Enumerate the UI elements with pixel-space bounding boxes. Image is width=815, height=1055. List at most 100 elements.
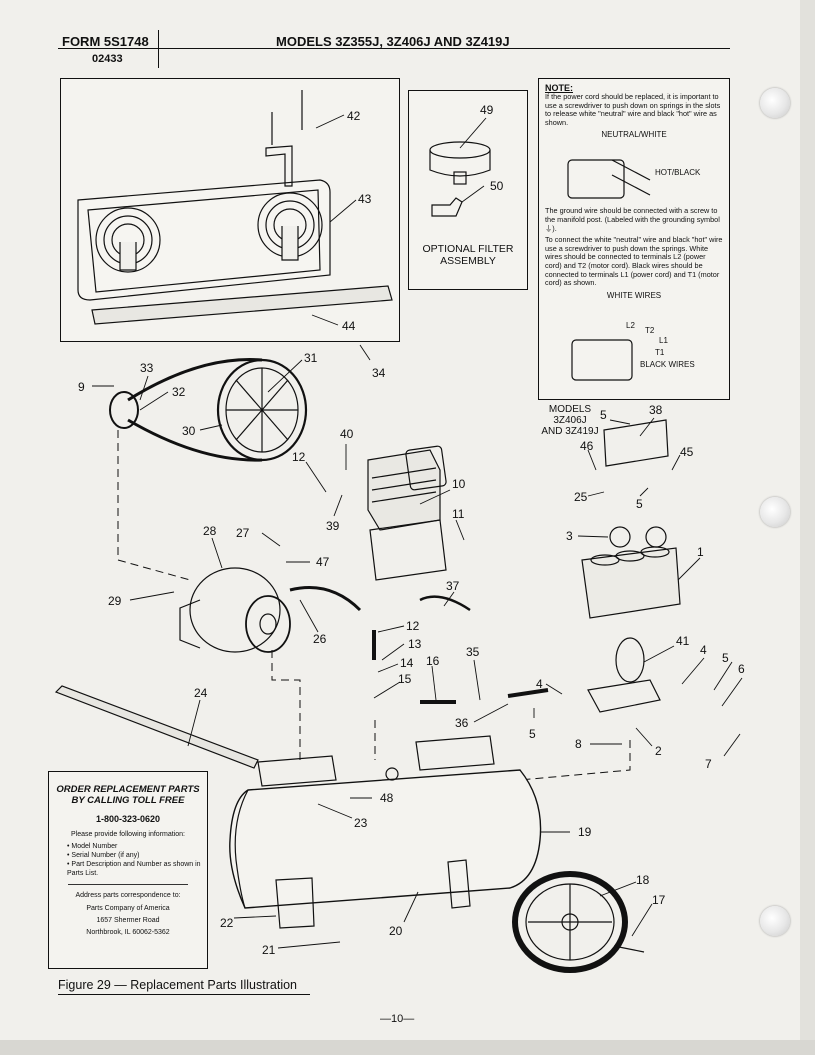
note-heading: NOTE:: [545, 83, 573, 93]
pressure-switch-cover: [581, 547, 681, 619]
motor-pulley: [109, 391, 139, 429]
callout: 16: [426, 654, 440, 668]
tank-leg-left: [275, 877, 315, 929]
terminal-t1-label: T1: [655, 348, 665, 357]
callout: 38: [649, 403, 663, 417]
form-code: 02433: [92, 53, 123, 65]
callout: 13: [408, 637, 422, 651]
manifold: [587, 679, 661, 713]
wiring-note-box: NOTE: If the power cord should be replac…: [538, 78, 730, 400]
terminal-l2-label: L2: [626, 321, 635, 330]
order-title-2: BY CALLING TOLL FREE: [71, 795, 185, 806]
callout: 11: [452, 507, 465, 521]
callout: 4: [700, 643, 707, 657]
pump-head: [367, 449, 441, 531]
white-wires-label: WHITE WIRES: [606, 290, 662, 300]
filter-label: OPTIONAL FILTER ASSEMBLY: [408, 243, 528, 267]
order-parts-box: ORDER REPLACEMENT PARTS BY CALLING TOLL …: [48, 771, 208, 969]
models-note-line1: MODELS: [548, 404, 592, 415]
callout: 48: [380, 791, 394, 805]
callout: 37: [446, 579, 460, 593]
pump-mount-bracket: [257, 755, 337, 787]
callout: 30: [182, 424, 196, 438]
callout: 25: [574, 490, 588, 504]
filter-label-line1: OPTIONAL FILTER: [422, 243, 514, 255]
callout: 5: [722, 651, 729, 665]
filter-housing-top: [429, 141, 491, 159]
models-note-line3: AND 3Z419J: [541, 426, 599, 437]
page-number: —10—: [380, 1013, 415, 1025]
callout: 21: [262, 943, 276, 957]
callout: 22: [220, 916, 234, 930]
callout: 10: [452, 477, 466, 491]
binder-hole-icon: [760, 88, 790, 118]
filter-assembly-box: [408, 90, 528, 290]
callout: 26: [313, 632, 327, 646]
page-bottom-edge: [0, 1040, 815, 1055]
order-address-2: 1657 Shermer Road: [96, 917, 160, 924]
callout: 5: [636, 497, 643, 511]
callout: 19: [578, 825, 592, 839]
air-tank: [229, 769, 542, 909]
callout: 47: [316, 555, 330, 569]
callout: 34: [372, 366, 386, 380]
callout: 31: [304, 351, 318, 365]
callout: 44: [342, 319, 356, 333]
callout: 33: [140, 361, 154, 375]
callout: 27: [236, 526, 250, 540]
callout: 29: [108, 594, 122, 608]
shroud-bracket: [265, 145, 293, 187]
pump-crankcase: [369, 519, 447, 581]
callout: 35: [466, 645, 480, 659]
callout: 39: [326, 519, 340, 533]
note-paragraph-3: To connect the white "neutral" wire and …: [545, 235, 723, 288]
callout: 5: [600, 408, 607, 422]
callout: 6: [738, 662, 745, 676]
order-title-1: ORDER REPLACEMENT PARTS: [56, 784, 200, 795]
wheel: [512, 871, 628, 973]
callout: 20: [389, 924, 403, 938]
callout: 23: [354, 816, 368, 830]
figure-caption: Figure 29 — Replacement Parts Illustrati…: [58, 978, 297, 992]
shroud-vent-left: [95, 207, 161, 273]
hot-black-label: HOT/BLACK: [655, 168, 701, 177]
callout: 4: [536, 677, 543, 691]
order-address-1: Parts Company of America: [86, 905, 170, 912]
callout: 8: [575, 737, 582, 751]
belt-guard-rim: [87, 189, 321, 293]
callout: 18: [636, 873, 650, 887]
models-note-line2: 3Z406J: [553, 415, 587, 426]
order-info-item: Model Number: [67, 842, 201, 851]
order-phone: 1-800-323-0620: [95, 814, 161, 824]
order-info-item: Part Description and Number as shown in …: [67, 860, 201, 878]
binder-hole-icon: [760, 906, 790, 936]
callout: 12: [406, 619, 420, 633]
callout: 40: [340, 427, 354, 441]
belt-guard-shroud: [77, 179, 331, 301]
power-cord-terminal-sketch: [567, 159, 625, 199]
motor-mount-bracket: [415, 735, 495, 771]
order-intro: Please provide following information:: [70, 831, 185, 838]
black-wires-label: BLACK WIRES: [640, 360, 695, 369]
form-number: FORM 5S1748: [62, 34, 149, 49]
callout: 32: [172, 385, 186, 399]
callout: 2: [655, 744, 662, 758]
callout: 3: [566, 529, 573, 543]
release-tube: [507, 688, 549, 698]
tank-handle: [54, 685, 259, 769]
callout: 15: [398, 672, 412, 686]
callout: 17: [652, 893, 666, 907]
motor-body: [189, 567, 281, 653]
header-divider: [158, 30, 159, 68]
callout: 49: [480, 103, 494, 117]
callout: 46: [580, 439, 594, 453]
page-edge: [800, 0, 815, 1055]
callout: 14: [400, 656, 414, 670]
neutral-white-label: NEUTRAL/WHITE: [601, 130, 667, 140]
pump-head-cover: [405, 445, 447, 491]
order-address-3: Northbrook, IL 60062-5362: [86, 929, 170, 936]
models-note: MODELS 3Z406J AND 3Z419J: [535, 404, 605, 437]
callout: 24: [194, 686, 208, 700]
callout: 45: [680, 445, 694, 459]
